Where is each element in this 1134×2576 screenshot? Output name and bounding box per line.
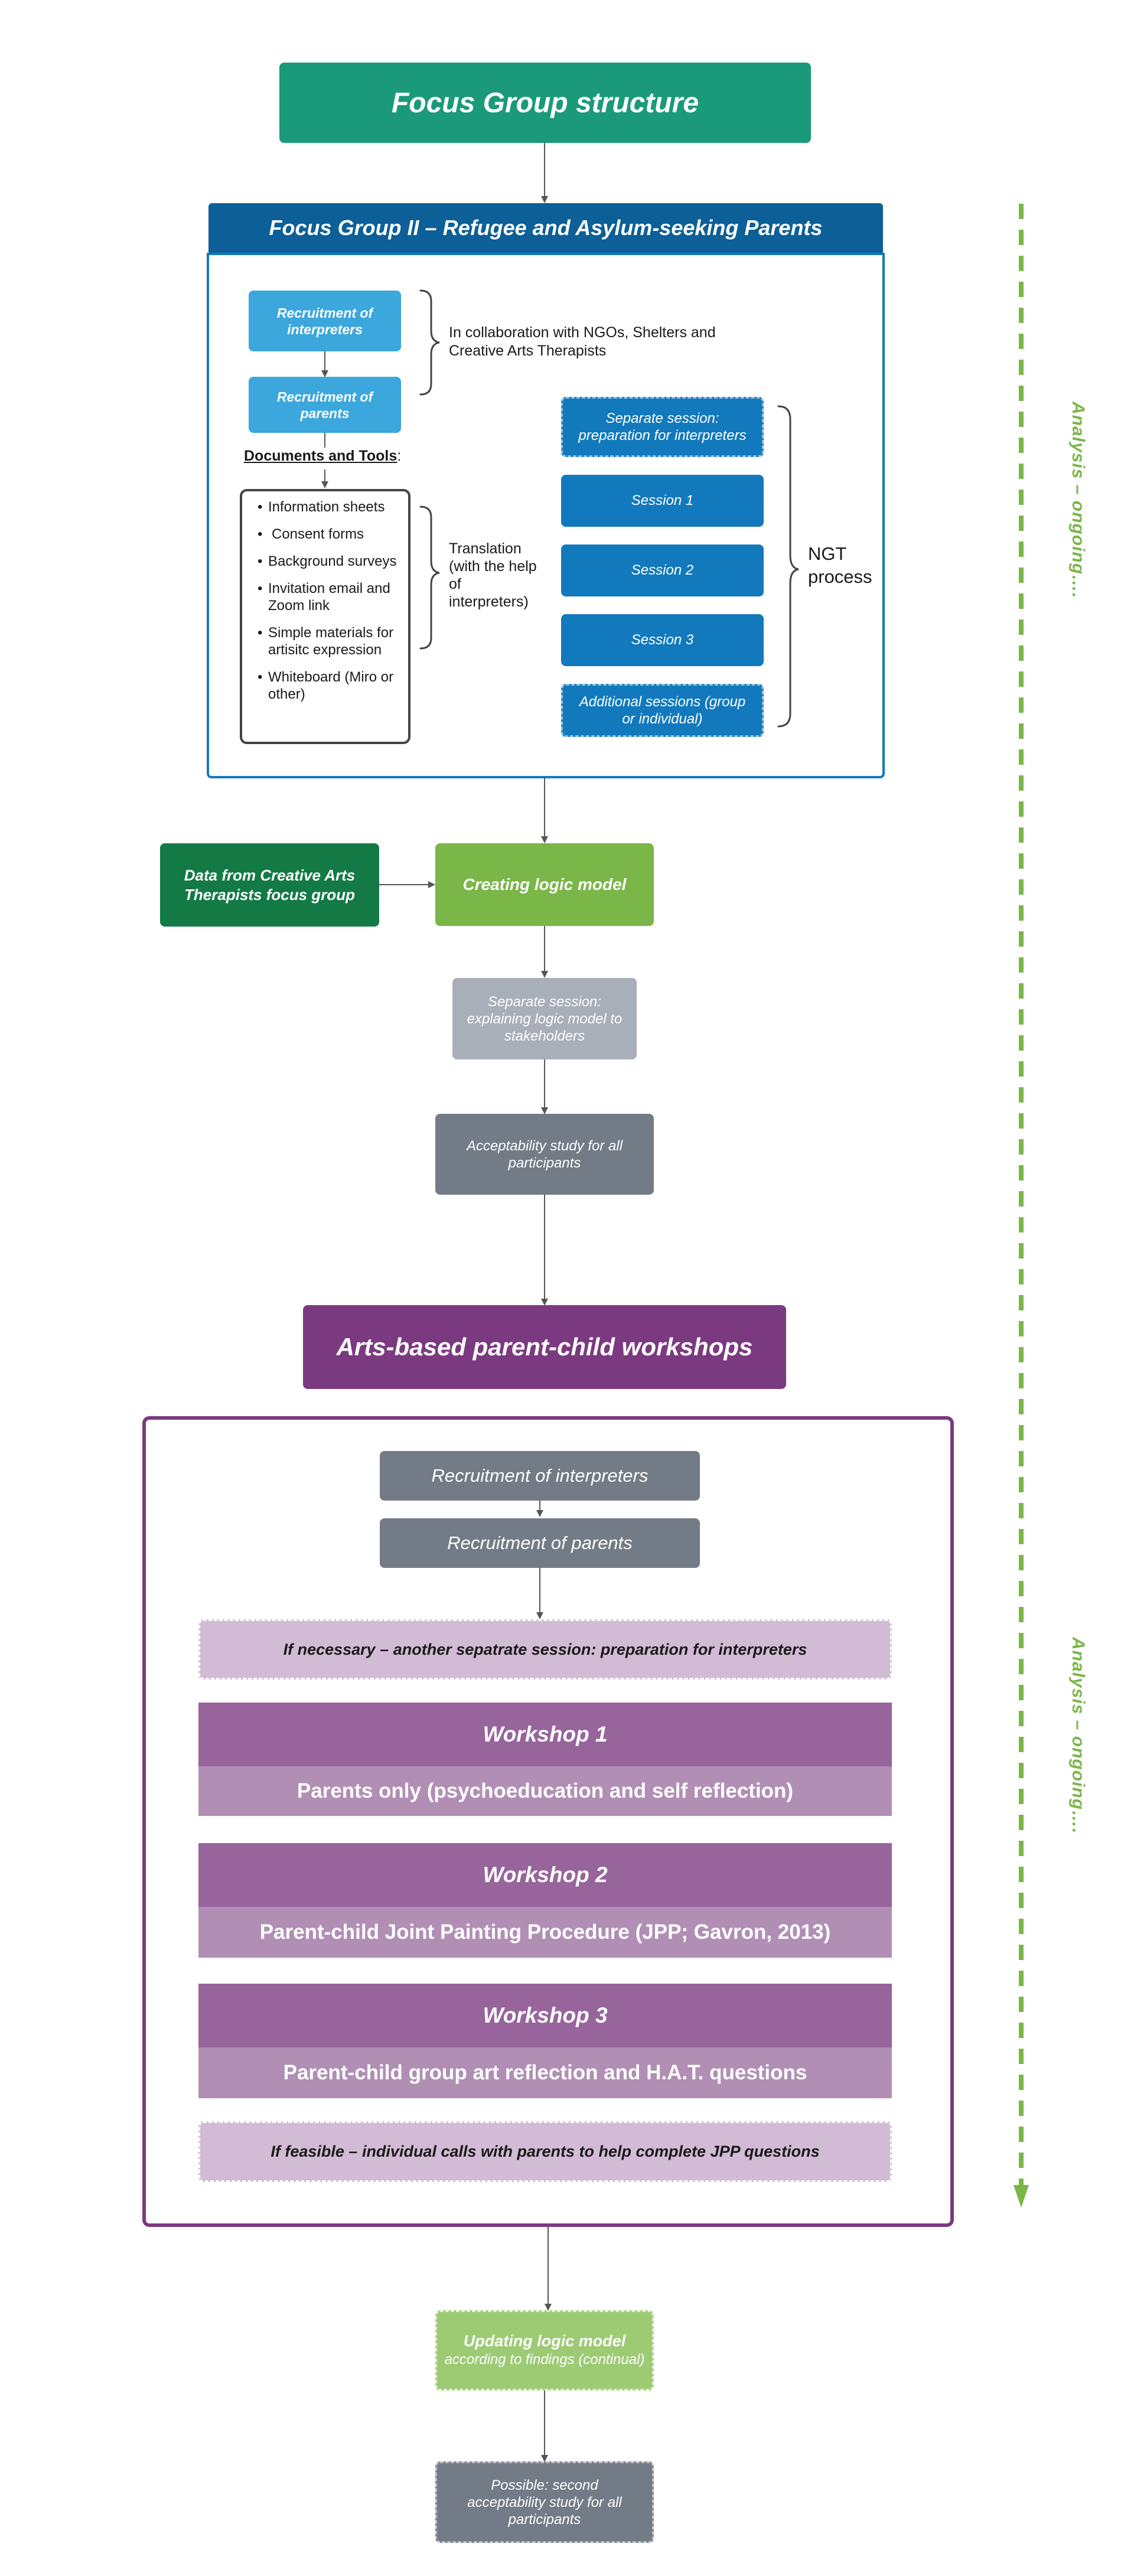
session-prep-label: Separate session: preparation for interp… [578, 410, 747, 444]
workshop-3-title: Workshop 3 [198, 1984, 892, 2047]
session-1-label: Session 1 [631, 493, 694, 508]
analysis-label-bottom: Analysis – ongoing…. [1068, 1637, 1088, 1834]
ws-prep-session-label: If necessary – another sepatrate session… [283, 1640, 807, 1658]
docs-heading: Documents and Tools: [244, 448, 421, 465]
translation-note: Translation (with the help of interprete… [449, 540, 537, 610]
docs-list: Information sheets Consent forms Backgro… [255, 498, 401, 703]
ws-recruit-interpreters-label: Recruitment of interpreters [431, 1465, 649, 1486]
ngt-label: NGT process [808, 543, 872, 587]
workshop-1-desc: Parents only (psychoeducation and self r… [198, 1766, 892, 1816]
session-additional-label: Additional sessions (group or individual… [579, 694, 746, 727]
acceptability-box: Acceptability study for all participants [435, 1114, 654, 1195]
docs-item: Background surveys [255, 553, 401, 570]
workshops-title-box: Arts-based parent-child workshops [303, 1305, 786, 1389]
docs-label: Documents and Tools [244, 448, 397, 464]
workshop-2-title: Workshop 2 [198, 1843, 892, 1907]
ws-recruit-parents-label: Recruitment of parents [447, 1532, 633, 1553]
analysis-label-top: Analysis – ongoing…. [1068, 402, 1088, 599]
workshop-2-desc-label: Parent-child Joint Painting Procedure (J… [259, 1920, 831, 1944]
workshops-panel [142, 1416, 954, 2227]
docs-item: Information sheets [255, 498, 401, 516]
ws-prep-session: If necessary – another sepatrate session… [198, 1619, 892, 1680]
second-study-box: Possible: second acceptability study for… [435, 2461, 654, 2543]
session-prep-interpreters: Separate session: preparation for interp… [561, 397, 764, 457]
workshop-3-title-label: Workshop 3 [483, 2003, 608, 2027]
collab-note: In collaboration with NGOs, Shelters and… [449, 324, 716, 359]
workshop-1-title: Workshop 1 [198, 1703, 892, 1766]
fg2-header: Focus Group II – Refugee and Asylum-seek… [208, 203, 883, 253]
session-2-label: Session 2 [631, 562, 694, 578]
page-title: Focus Group structure [391, 87, 699, 119]
session-2: Session 2 [561, 544, 764, 596]
logic-model-box: Creating logic model [435, 843, 654, 926]
docs-item: Invitation email and Zoom link [255, 580, 401, 614]
explain-session-label: Separate session: explaining logic model… [467, 993, 623, 1044]
ws-followup: If feasible – individual calls with pare… [198, 2121, 892, 2182]
fg2-recruit-parents: Recruitment of parents [249, 377, 401, 433]
fg2-recruit-parents-label: Recruitment of parents [276, 389, 373, 421]
workshops-title: Arts-based parent-child workshops [336, 1333, 753, 1361]
fg2-header-text: Focus Group II – Refugee and Asylum-seek… [269, 216, 823, 240]
analysis-arrowhead [1014, 2185, 1029, 2207]
docs-list-box: Information sheets Consent forms Backgro… [240, 489, 410, 744]
updating-box: Updating logic model according to findin… [435, 2310, 654, 2391]
acceptability-label: Acceptability study for all participants [466, 1137, 623, 1171]
fg2-panel [207, 253, 885, 778]
data-cat-label: Data from Creative Arts Therapists focus… [184, 866, 356, 904]
docs-item: Whiteboard (Miro or other) [255, 669, 401, 703]
updating-line2: according to findings (continual) [444, 2352, 645, 2368]
workshop-2-desc: Parent-child Joint Painting Procedure (J… [198, 1907, 892, 1958]
brace-collab [419, 289, 440, 396]
fg2-recruit-interpreters: Recruitment of interpreters [249, 291, 401, 351]
brace-ngt [777, 405, 799, 728]
session-additional: Additional sessions (group or individual… [561, 684, 764, 737]
docs-item: Simple materials for artisitc expression [255, 624, 401, 658]
session-1: Session 1 [561, 475, 764, 527]
brace-translation [419, 506, 440, 650]
docs-colon: : [397, 448, 402, 464]
updating-line1: Updating logic model [463, 2332, 626, 2350]
ws-recruit-parents: Recruitment of parents [380, 1518, 700, 1568]
workshop-1-desc-label: Parents only (psychoeducation and self r… [296, 1779, 794, 1802]
ws-followup-label: If feasible – individual calls with pare… [271, 2143, 820, 2160]
title-box: Focus Group structure [279, 63, 811, 143]
workshop-3-desc: Parent-child group art reflection and H.… [198, 2047, 892, 2098]
explain-session-box: Separate session: explaining logic model… [452, 978, 637, 1059]
docs-item: Consent forms [255, 526, 401, 543]
ws-recruit-interpreters: Recruitment of interpreters [380, 1451, 700, 1501]
logic-model-label: Creating logic model [462, 875, 627, 894]
fg2-recruit-interpreters-label: Recruitment of interpreters [276, 305, 373, 337]
second-study-label: Possible: second acceptability study for… [467, 2477, 622, 2528]
workshop-2-title-label: Workshop 2 [483, 1863, 608, 1887]
workshop-1-title-label: Workshop 1 [483, 1722, 608, 1746]
data-cat-box: Data from Creative Arts Therapists focus… [160, 843, 379, 927]
session-3: Session 3 [561, 614, 764, 666]
workshop-3-desc-label: Parent-child group art reflection and H.… [283, 2061, 807, 2084]
session-3-label: Session 3 [631, 632, 694, 648]
